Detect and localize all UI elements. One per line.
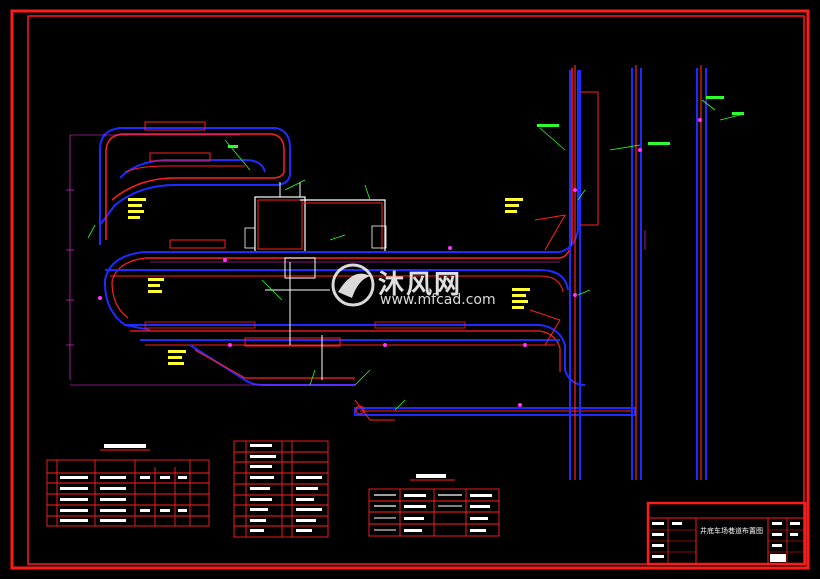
title-block-dark-cell [770, 554, 786, 562]
yellow-annotations [128, 198, 530, 365]
drawing-title: 井底车场巷道布置图 [700, 527, 763, 535]
title-block-text [652, 522, 800, 558]
watermark: 沐风网 www.mfcad.com [330, 262, 500, 312]
shaft-crosshair [265, 257, 330, 380]
quantity-table [46, 449, 210, 527]
symbol-table-text [374, 474, 492, 532]
watermark-url: www.mfcad.com [380, 292, 496, 308]
survey-points [98, 118, 702, 407]
lower-roadways [189, 344, 636, 421]
main-roadways [103, 68, 586, 386]
green-labels [228, 96, 744, 148]
legend-table [233, 440, 329, 538]
watermark-brand: 沐风网 [378, 270, 463, 300]
legend-table-text [250, 444, 322, 532]
title-block [646, 501, 807, 566]
shaft-station [244, 182, 387, 253]
quantity-table-text [60, 444, 187, 522]
dimension-marks [66, 135, 646, 386]
green-leaders [87, 99, 741, 411]
mfcad-logo-icon [331, 263, 375, 307]
upper-loop-roadway [70, 121, 291, 245]
symbol-table [368, 479, 500, 537]
outer-frame [10, 9, 810, 570]
inner-frame [27, 15, 805, 565]
vertical-roadways [529, 65, 707, 480]
